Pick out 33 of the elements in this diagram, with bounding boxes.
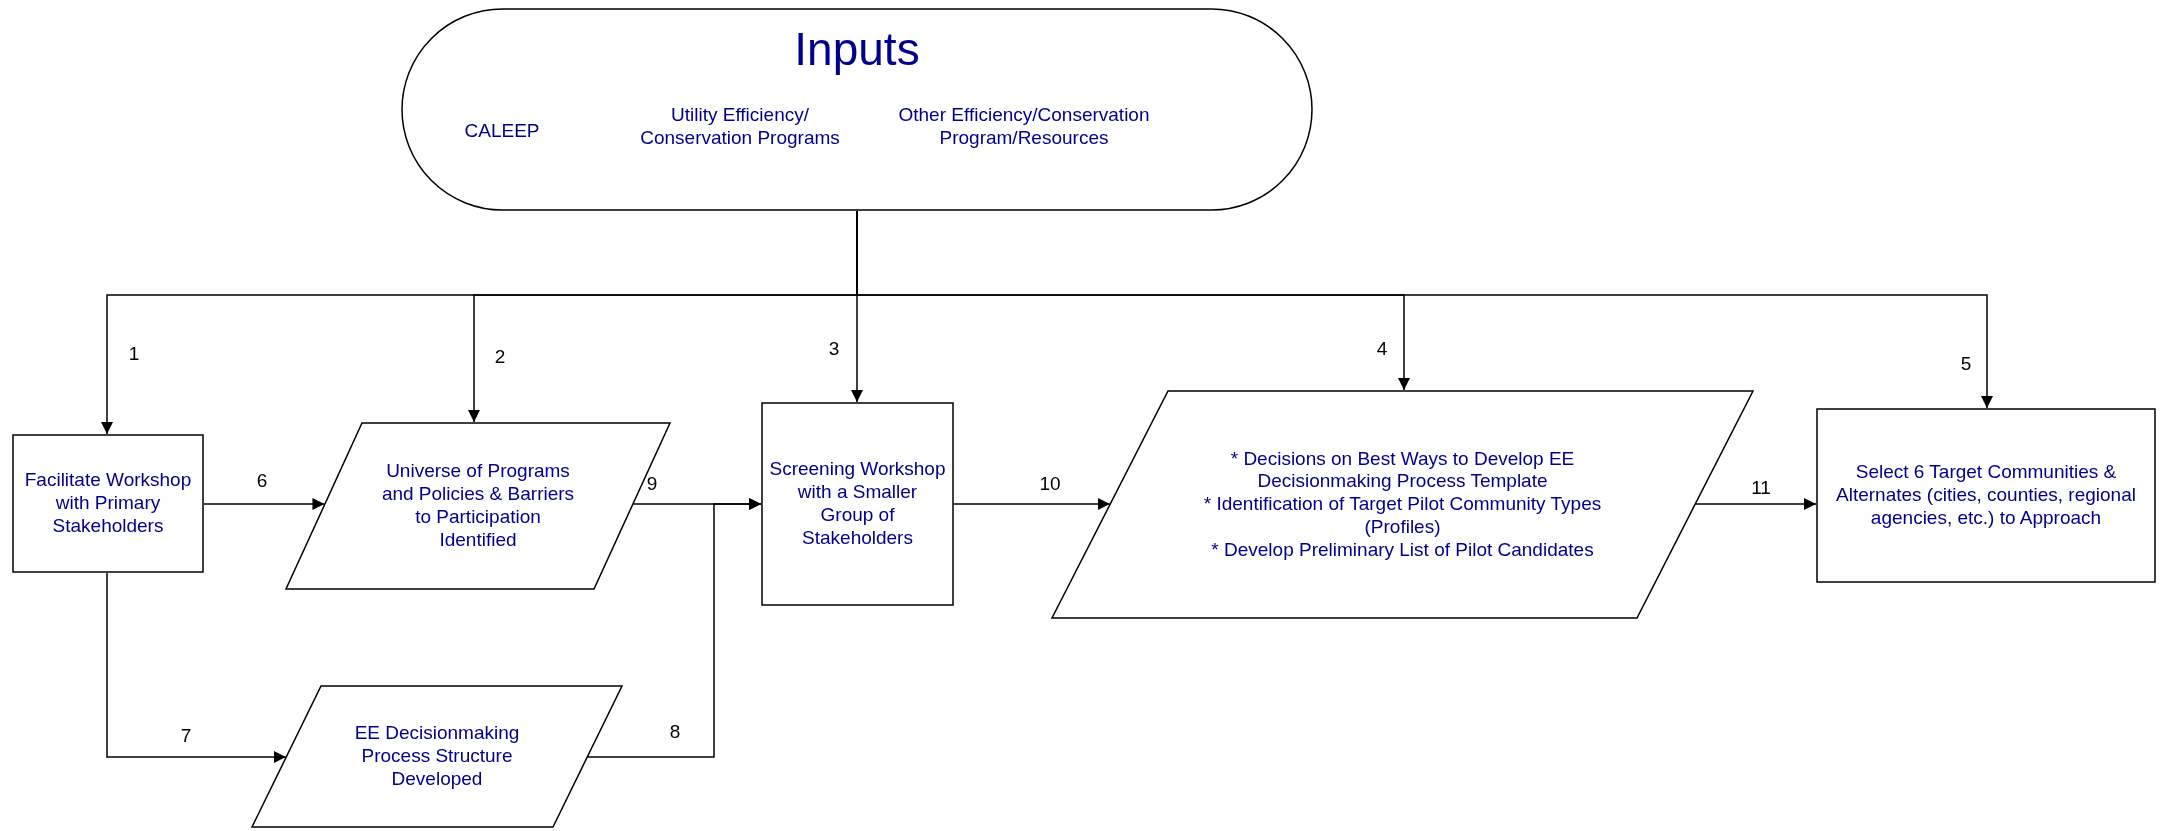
edge-label: 9 xyxy=(646,473,658,495)
node-label: EE Decisionmaking Process Structure Developed xyxy=(353,722,521,791)
process-box xyxy=(12,434,204,573)
edge-label: 8 xyxy=(669,721,681,743)
edge-label: 3 xyxy=(828,338,840,360)
node-label: * Identification of Target Pilot Community Types (Profiles) xyxy=(1202,493,1603,539)
process-box xyxy=(1816,408,2156,583)
input-label: Utility Efficiency/ Conservation Programs xyxy=(639,104,841,150)
data-parallelogram xyxy=(251,685,623,828)
edge-label: 11 xyxy=(1751,477,1771,499)
arrow xyxy=(1695,498,1817,510)
node-label: Universe of Programs and Policies & Barriers to Participation Identified xyxy=(380,460,576,552)
edge-label: 10 xyxy=(1039,473,1061,495)
edge-label: 7 xyxy=(180,725,192,747)
arrow xyxy=(953,498,1111,510)
edge-label: 1 xyxy=(128,343,140,365)
node-label: * Develop Preliminary List of Pilot Candidates xyxy=(1211,538,1594,562)
node-label: Screening Workshop with a Smaller Group of Stakeholders xyxy=(769,458,946,550)
node-label: * Decisions on Best Ways to Develop EE Decisionmaking Process Template xyxy=(1229,447,1576,494)
node-label: Facilitate Workshop with Primary Stakeholders xyxy=(23,469,193,538)
edge-label: 5 xyxy=(1960,353,1972,375)
edge-label: 2 xyxy=(494,346,506,368)
arrow xyxy=(632,498,762,510)
arrow xyxy=(203,498,326,510)
input-label: CALEEP xyxy=(463,119,541,143)
arrow xyxy=(106,572,287,763)
input-label: Other Efficiency/Conservation Program/Resources xyxy=(897,104,1151,150)
edge-label: 4 xyxy=(1376,338,1388,360)
node-label: Select 6 Target Communities & Alternates (cities, counties, regional agencies, etc.) to Approach xyxy=(1835,461,2137,530)
heading: Inputs xyxy=(793,22,921,78)
process-box xyxy=(761,402,954,606)
data-parallelogram xyxy=(285,422,671,590)
edge-label: 6 xyxy=(256,470,268,492)
